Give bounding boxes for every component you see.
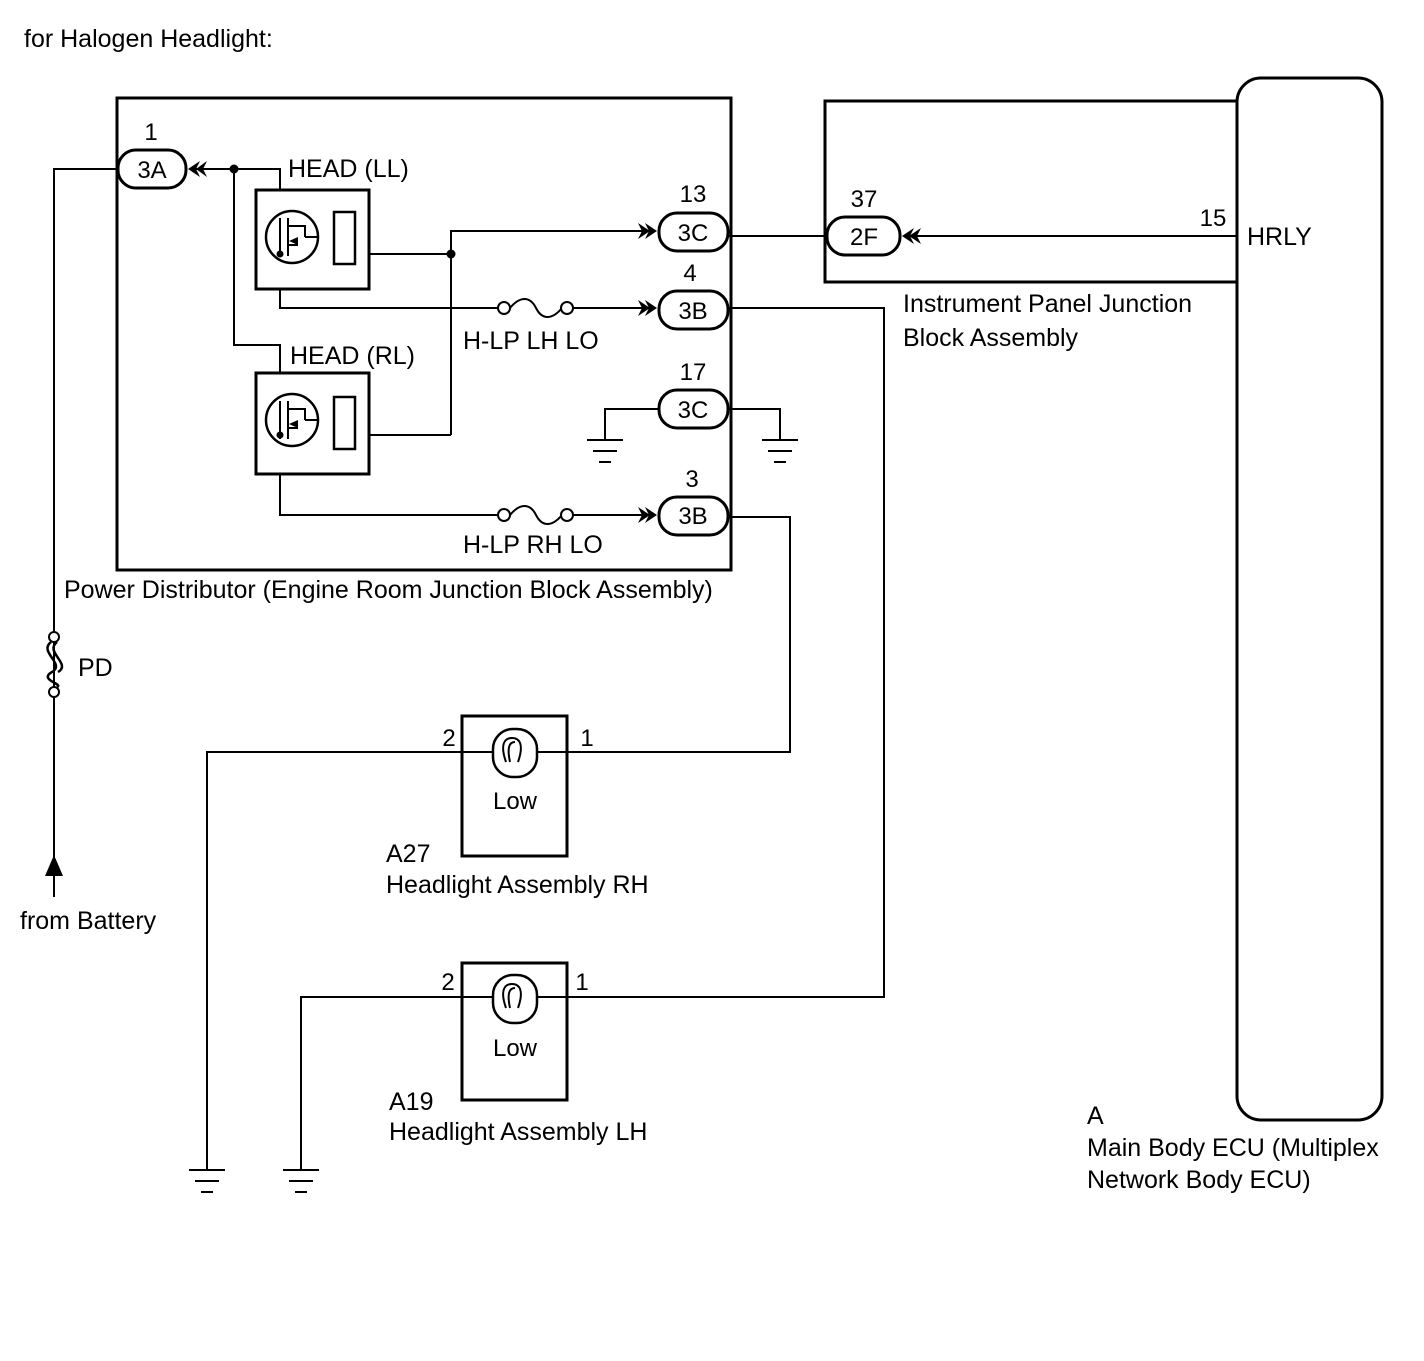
relay-head-rl-box <box>254 371 371 476</box>
junction-dot <box>229 164 239 174</box>
junction-dot <box>446 249 456 259</box>
relay-head-ll-label: HEAD (LL) <box>288 155 409 183</box>
relay-head-rl: HEAD (RL) <box>254 342 415 476</box>
ecu-code-label: A <box>1087 1102 1104 1130</box>
connector-2f: 2F 37 <box>825 186 921 257</box>
headlight-rh: Low 2 1 A27 Headlight Assembly RH <box>386 714 649 899</box>
connector-3b-code: 3B <box>678 503 707 530</box>
connector-2f-pin: 37 <box>851 186 878 213</box>
headlight-lh-pin-2: 2 <box>441 969 454 996</box>
ground-icon <box>587 439 623 463</box>
connector-3b-pin: 3 <box>685 466 698 493</box>
connector-3c-17: 3C 17 <box>657 359 730 430</box>
wires <box>53 168 1238 1170</box>
ip-junction-label-line2: Block Assembly <box>903 324 1079 352</box>
ecu-label-line1: Main Body ECU (Multiplex <box>1087 1134 1379 1162</box>
headlight-rh-pin-1: 1 <box>580 725 593 752</box>
fusible-link-icon <box>46 641 60 689</box>
ip-junction-label-line1: Instrument Panel Junction <box>903 290 1192 318</box>
battery-label: from Battery <box>20 907 157 935</box>
headlight-rh-code: A27 <box>386 840 430 868</box>
battery-arrow-icon <box>45 855 63 897</box>
power-distributor-box <box>115 96 733 572</box>
connector-2f-code: 2F <box>850 224 878 251</box>
connector-arrow-icon <box>188 161 200 177</box>
ecu-label-line2: Network Body ECU) <box>1087 1166 1311 1194</box>
connector-3b-pin: 4 <box>683 260 696 287</box>
relay-head-ll: HEAD (LL) <box>254 155 409 291</box>
ecu-pin-number: 15 <box>1200 205 1227 232</box>
connector-3a: 3A 1 <box>116 119 207 190</box>
fuse-pd-label: PD <box>78 654 113 682</box>
power-distributor-label: Power Distributor (Engine Room Junction … <box>64 576 713 604</box>
connector-3c-code: 3C <box>678 397 709 424</box>
ground-icon <box>762 439 798 463</box>
ecu-pin-name: HRLY <box>1247 223 1312 251</box>
connector-3b-3: 3B 3 <box>638 466 730 537</box>
headlight-lh-pin-1: 1 <box>575 969 588 996</box>
connector-arrow-icon <box>902 228 914 244</box>
connector-3c-13: 3C 13 <box>638 181 730 253</box>
fuse-lh-lo-label: H-LP LH LO <box>463 327 599 355</box>
connector-3c-code: 3C <box>678 220 709 247</box>
connector-3b-4: 3B 4 <box>638 260 730 331</box>
bulb-icon <box>491 973 539 1025</box>
fuse-icon <box>509 505 563 525</box>
relay-head-ll-coil-icon <box>332 210 357 266</box>
fuse-h-lp-rh-lo: H-LP RH LO <box>463 505 603 559</box>
diagram-title: for Halogen Headlight: <box>24 25 273 53</box>
fuse-icon <box>509 298 563 318</box>
relay-head-rl-label: HEAD (RL) <box>290 342 415 370</box>
headlight-rh-lamp-label: Low <box>493 788 538 815</box>
connector-arrow-icon <box>645 300 657 316</box>
headlight-rh-name: Headlight Assembly RH <box>386 871 649 899</box>
headlight-rh-pin-2: 2 <box>442 725 455 752</box>
connector-3c-pin: 17 <box>680 359 707 386</box>
headlight-lh-name: Headlight Assembly LH <box>389 1118 647 1146</box>
fuse-pd: PD <box>46 631 113 698</box>
connector-3c-pin: 13 <box>680 181 707 208</box>
connector-arrow-icon <box>645 507 657 523</box>
main-body-ecu-box <box>1235 76 1384 1122</box>
ground-icon <box>283 1169 319 1193</box>
connector-3a-code: 3A <box>137 157 166 184</box>
headlight-lh: Low 2 1 A19 Headlight Assembly LH <box>389 961 647 1146</box>
ip-junction-box <box>823 99 1237 284</box>
relay-head-ll-box <box>254 188 371 291</box>
fuse-h-lp-lh-lo: H-LP LH LO <box>463 298 599 355</box>
connector-arrow-icon <box>645 223 657 239</box>
connector-3a-pin: 1 <box>144 119 157 146</box>
fuse-rh-lo-label: H-LP RH LO <box>463 531 603 559</box>
connector-3b-code: 3B <box>678 298 707 325</box>
relay-head-rl-coil-icon <box>332 395 357 451</box>
headlight-lh-code: A19 <box>389 1088 433 1116</box>
headlight-lh-lamp-label: Low <box>493 1035 538 1062</box>
ground-icon <box>189 1169 225 1193</box>
bulb-icon <box>491 727 539 779</box>
